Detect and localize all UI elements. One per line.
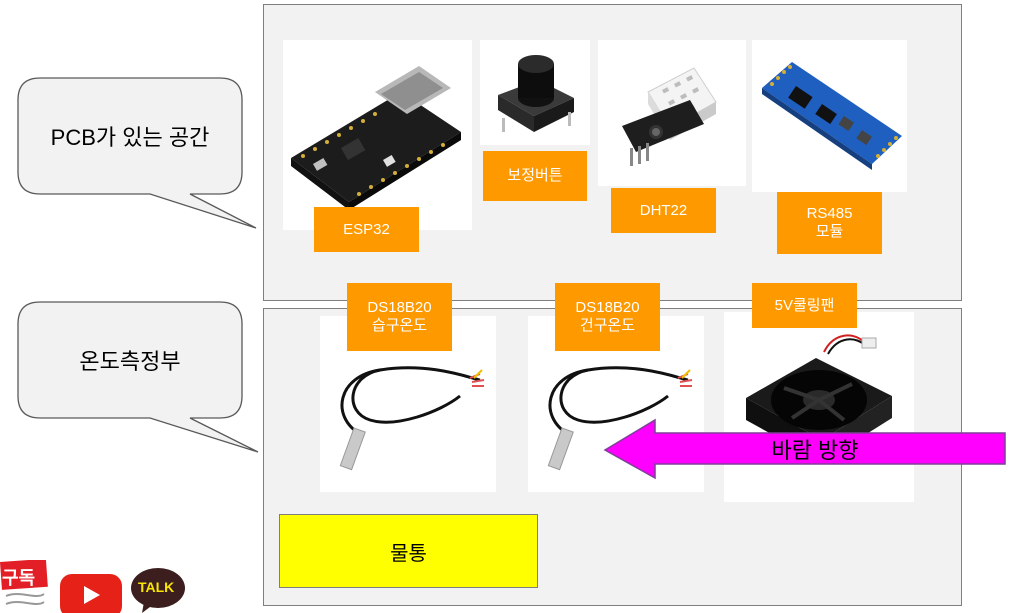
- button-label: 보정버튼: [483, 151, 587, 201]
- wind-arrow-label: 바람 방향: [771, 437, 859, 463]
- pcb-callout-bubble: [17, 77, 257, 229]
- subscribe-badge-icon[interactable]: 구독: [0, 560, 52, 613]
- temp-callout-bubble: [17, 301, 259, 453]
- fan-label: 5V쿨링팬: [752, 283, 857, 328]
- kakaotalk-text: TALK: [138, 579, 175, 595]
- fan-image: [724, 312, 914, 502]
- youtube-icon[interactable]: [60, 574, 122, 613]
- dht22-image: [598, 40, 746, 186]
- temp-callout-text: 온도측정부: [79, 349, 181, 374]
- esp32-image: [283, 40, 472, 230]
- button-image: [480, 40, 590, 145]
- dht22-label: DHT22: [611, 188, 716, 233]
- rs485-image: [752, 40, 907, 192]
- esp32-label: ESP32: [314, 207, 419, 252]
- water-container: 물통: [279, 514, 538, 588]
- subscribe-badge-text: 구독: [2, 568, 36, 588]
- ds18b20-wet-label: DS18B20 습구온도: [347, 283, 452, 351]
- rs485-label: RS485 모듈: [777, 192, 882, 254]
- kakaotalk-icon[interactable]: TALK: [130, 566, 186, 613]
- pcb-callout-text: PCB가 있는 공간: [50, 125, 210, 150]
- wind-arrow: [603, 418, 1006, 480]
- ds18b20-dry-label: DS18B20 건구온도: [555, 283, 660, 351]
